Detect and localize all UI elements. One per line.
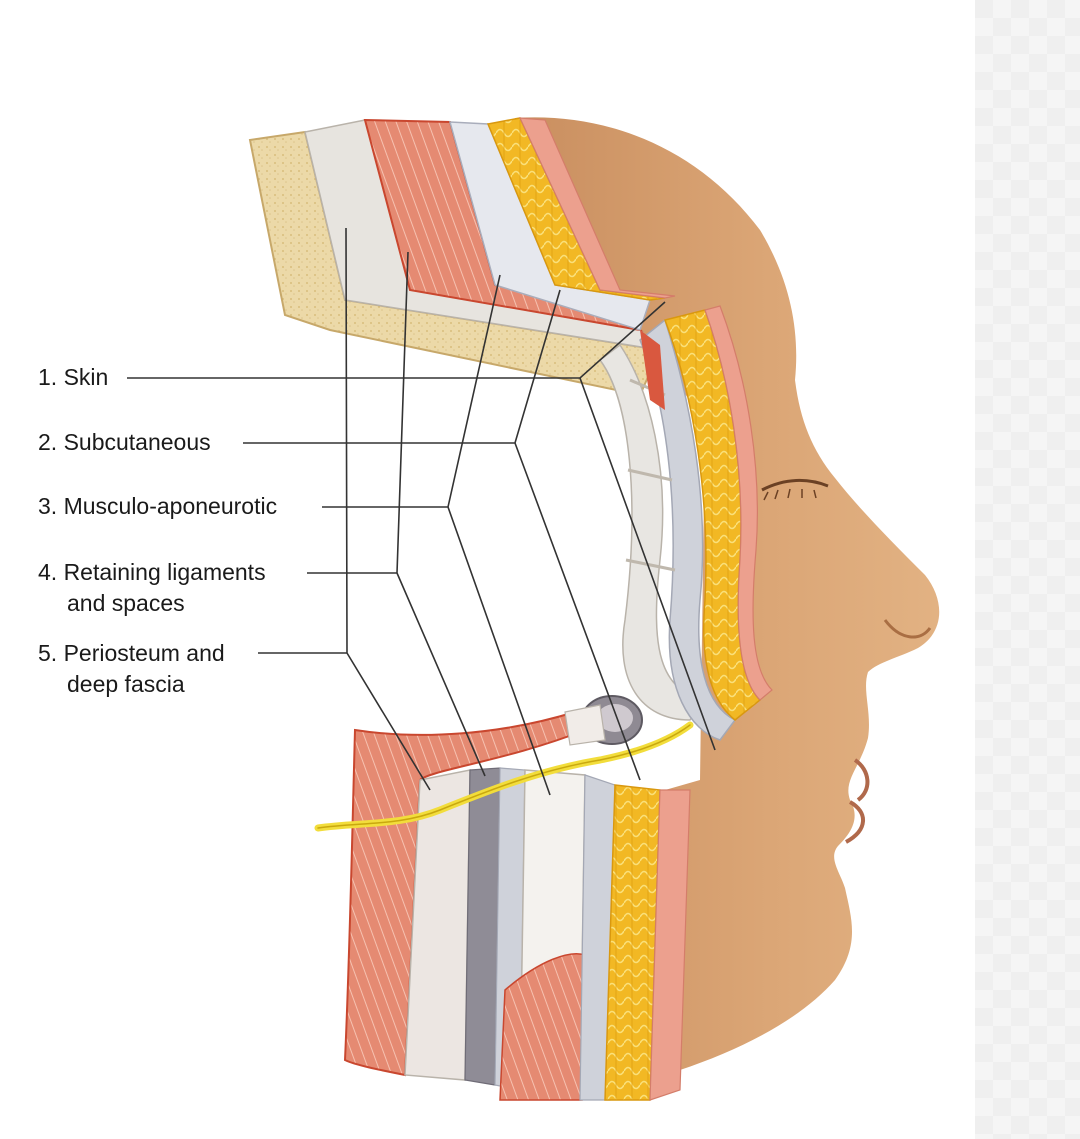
label-skin-text: 1. Skin	[38, 364, 109, 390]
label-musculo-aponeurotic: 3. Musculo-aponeurotic	[38, 491, 277, 522]
label-musculo-aponeurotic-text: 3. Musculo-aponeurotic	[38, 493, 278, 519]
label-skin: 1. Skin	[38, 362, 108, 393]
label-periosteum-line1: 5. Periosteum and	[38, 640, 225, 666]
label-retaining-ligaments-line1: 4. Retaining ligaments	[38, 559, 266, 585]
leader-line-skin	[127, 301, 716, 751]
leader-line-subcutaneous	[243, 289, 641, 781]
leader-line-periosteum	[258, 227, 431, 791]
label-periosteum-line2: deep fascia	[67, 671, 185, 697]
label-subcutaneous: 2. Subcutaneous	[38, 427, 211, 458]
lower-layer-block	[343, 695, 691, 1101]
leader-lines	[127, 227, 716, 796]
closed-eye	[761, 478, 829, 492]
midface-layers	[598, 305, 773, 741]
label-retaining-ligaments-line2: and spaces	[67, 590, 185, 616]
leader-line-musculo-aponeurotic	[322, 274, 551, 796]
leader-line-retaining-ligaments	[307, 251, 486, 777]
label-retaining-ligaments: 4. Retaining ligaments and spaces	[38, 557, 266, 619]
side-panel-background	[975, 0, 1080, 1139]
label-subcutaneous-text: 2. Subcutaneous	[38, 429, 211, 455]
label-periosteum: 5. Periosteum and deep fascia	[38, 638, 225, 700]
lips	[844, 758, 870, 844]
